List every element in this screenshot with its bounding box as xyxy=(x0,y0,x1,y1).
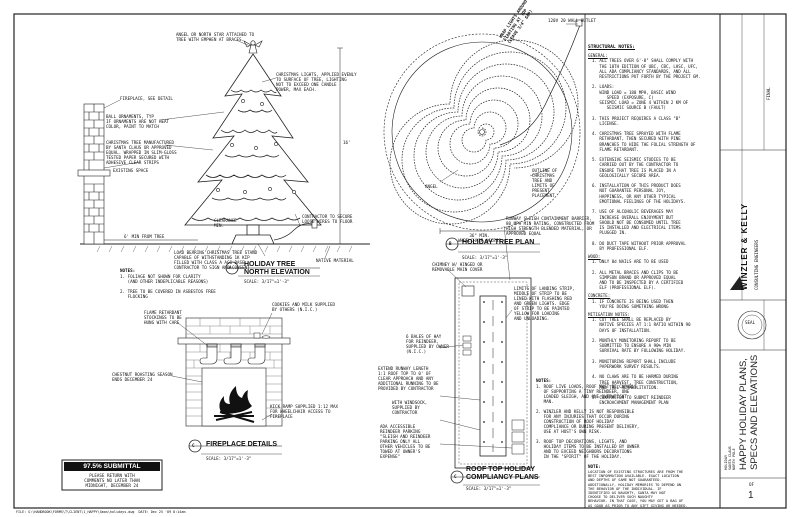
project-info: HOLIDAY SANTA CLAUS NORTH POLE xyxy=(724,446,737,470)
elevation-notes: 1. FOLIAGE NOT SHOWN FOR CLARITY (AND OT… xyxy=(120,274,216,299)
mitigation-title: MITIGATION NOTES: xyxy=(588,311,630,317)
submittal-stamp-body: PLEASE RETURN WITH COMMENTS NO LATER THA… xyxy=(84,473,140,488)
cookies-callout: COOKIES AND MILK SUPPLIED BY OTHERS (N.I… xyxy=(272,302,336,312)
landing-strip-callout: LIMITS OF LANDING STRIP, MIDDLE OF STRIP… xyxy=(514,286,575,321)
fireplace-title: FIREPLACE DETAILS xyxy=(206,441,278,448)
elevation-title: HOLIDAY TREE NORTH ELEVATION xyxy=(244,261,310,276)
tree-callout: CHRISTMAS TREE MANUFACTURED BY SANTA CLA… xyxy=(106,140,177,165)
angel-callout: ANGEL OR NORTH STAR ATTACHED TO TREE WIT… xyxy=(176,32,255,42)
angel-icon xyxy=(243,40,263,54)
fireplace-callout: FIREPLACE, SEE DETAIL xyxy=(120,96,173,101)
chimney-callout: CHIMNEY W/ HINGED OR REMOVABLE MAIN COVE… xyxy=(432,262,483,272)
structural-notes-title: STRUCTURAL NOTES: xyxy=(588,45,636,50)
submittal-stamp-title: 97.5% SUBMITTAL xyxy=(83,463,141,470)
firm-name: WINZLER & KELLY xyxy=(740,202,749,290)
barrier-callout: RUNWAY SLEIGH CONTAINMENT BARRIER, 80 MP… xyxy=(506,216,595,236)
plan-tag: B xyxy=(449,241,452,246)
roof-notes: 1. ROOF LIVE LOADS, ROOF MUST BE CAPABLE… xyxy=(536,384,640,459)
kick-ramp-callout: KICK RAMP SUPPLIED 1:12 MAX FOR WHEELCHA… xyxy=(270,404,339,419)
roof-scale: SCALE: 3/17"=1'-3" xyxy=(466,486,512,491)
revision-label: FINAL xyxy=(766,87,771,100)
fireplace-drawing xyxy=(171,312,291,455)
roof-tag: C xyxy=(454,474,457,479)
existing-callout: EXISTING SPACE xyxy=(113,168,149,173)
tree-plan-drawing xyxy=(383,19,583,253)
contractor-callout: CONTRACTOR TO SECURE LOOSE WIRES TO FLOO… xyxy=(302,214,353,224)
angel-plan-callout: ANGEL xyxy=(425,184,438,189)
stockings-callout: FLAME RETARDANT STOCKINGS TO BE HUNG WIT… xyxy=(144,310,182,325)
concrete-title: CONCRETE: xyxy=(588,293,611,299)
general-title: GENERAL: xyxy=(588,53,608,59)
elevation-scale: SCALE: 3/17"=1'-3" xyxy=(244,279,290,284)
wood-notes: 1. ONLY 8d NAILS ARE TO BE USED 2. ALL M… xyxy=(592,259,684,291)
general-notes: 1. ALL TREES OVER 6'-0" SHALL COMPLY WIT… xyxy=(592,58,701,251)
ornaments-callout: BALL ORNAMENTS, TYP IF ORNAMENTS ARE NOT… xyxy=(106,114,170,129)
reindeer-parking-callout: ADA ACCESSIBLE REINDEER PARKING "SLEIGH … xyxy=(380,424,431,459)
clearance-callout: CLEARANCE MIN. xyxy=(214,218,237,228)
windsock-callout: WITH WINDSOCK, SUPPLIED BY CONTRACTOR xyxy=(392,400,428,415)
sheet-number: 1 xyxy=(748,490,754,501)
disclaimer-title: NOTE: xyxy=(588,464,601,469)
fireplace-tag: C xyxy=(192,443,195,448)
plan-scale: SCALE: 3/17"=1'-3" xyxy=(462,255,508,260)
stocking-icon xyxy=(199,343,266,365)
plan-title: HOLIDAY TREE PLAN xyxy=(462,239,535,246)
stand-callout: LOAD BEARING CHRISTMAS TREE STAND CAPABL… xyxy=(174,250,258,270)
wood-title: WOOD: xyxy=(588,253,601,259)
sheet-of-label: OF xyxy=(749,482,755,487)
roof-notes-title: NOTES: xyxy=(536,378,552,383)
firm-subtitle: CONSULTING ENGINEERS xyxy=(754,239,759,290)
disclaimer-text: LOCATION OF EXISTING STRUCTURES ARE FROM… xyxy=(588,470,688,508)
chestnut-callout: CHESTNUT ROASTING SEASON ENDS DECEMBER 2… xyxy=(112,372,173,382)
elevation-notes-title: NOTES: xyxy=(120,268,136,273)
roof-title: ROOF TOP HOLIDAY COMPLIANCY PLANS xyxy=(466,466,539,481)
structural-notes: STRUCTURAL NOTES: GENERAL: 1. ALL TREES … xyxy=(588,40,718,406)
fireplace-scale: SCALE: 3/17"=1'-3" xyxy=(206,456,252,461)
wheelchair-dim: 36" MIN. WHEELCHAIR ACCESS xyxy=(458,233,501,243)
extend-runway-callout: EXTEND RUNWAY LENGTH 1:1 ROOF TOP TO 0' … xyxy=(378,366,439,391)
outline-callout: OUTLINE OF CHRISTMAS TREE AND LIMITS OF … xyxy=(532,168,558,198)
height-dim: 16' xyxy=(343,140,351,145)
outlet-callout: 120V 20 WALL OUTLET xyxy=(548,18,596,23)
roof-plan-drawing xyxy=(439,225,540,486)
min-from-tree-dim: 6' MIN FROM TREE xyxy=(124,234,165,239)
mitigation-notes: 1. CUT TREE SHALL BE REPLACED BY NATIVE … xyxy=(592,317,691,406)
native-material-callout: NATIVE MATERIAL xyxy=(316,258,354,263)
tree-elevation-drawing xyxy=(77,39,370,277)
elevation-tag: A xyxy=(229,265,232,270)
fire-icon xyxy=(214,386,255,423)
seal-text: SEAL xyxy=(745,320,756,325)
lights-callout: CHRISTMAS LIGHTS, APPLIED EVENLY TO SURF… xyxy=(276,72,357,92)
title-block-lines xyxy=(720,14,786,479)
sheet-title: HAPPY HOLIDAY PLANS, SPECS AND ELEVATION… xyxy=(738,354,760,470)
concrete-notes: 1. IF CONCRETE IS BEING USED THEN YOU'RE… xyxy=(592,298,674,309)
file-path-footer: FILE: G:\HANDBOOK\FORMS\T\CLIENT\1_HAPPY… xyxy=(16,510,186,514)
hay-callout: 6 BALES OF HAY FOR REINDEER, SUPPLIED BY… xyxy=(406,334,449,354)
